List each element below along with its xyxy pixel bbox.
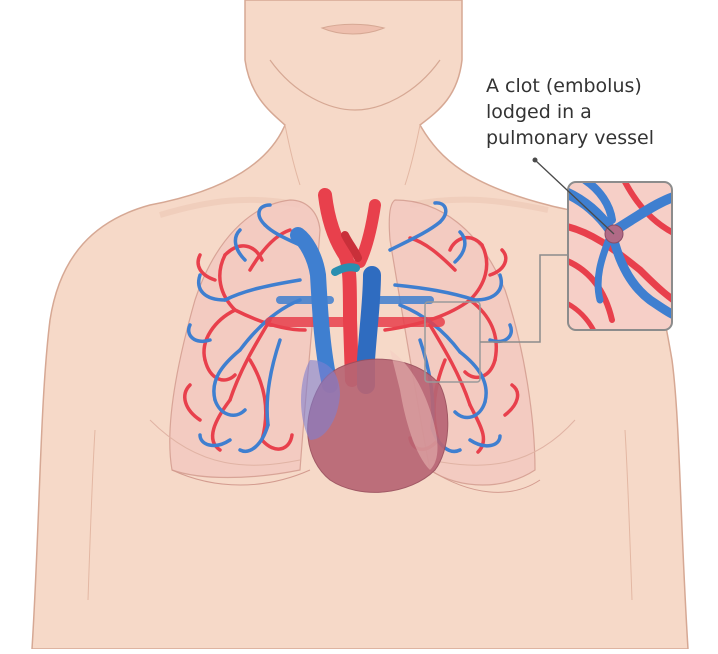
clot-annotation-label: A clot (embolus) lodged in a pulmonary v… xyxy=(486,73,711,151)
clavicle-right xyxy=(409,196,549,213)
arm-crease-right xyxy=(624,429,633,601)
mouth xyxy=(320,23,386,35)
lung-overlap xyxy=(390,350,438,470)
aorta-small-branch xyxy=(331,263,360,276)
pulmonary-trunk xyxy=(357,266,381,394)
left-lung-arteries xyxy=(183,228,307,452)
annotation-line-1: A clot (embolus) xyxy=(486,75,642,97)
rib-hint-right xyxy=(429,419,576,466)
aorta-arch xyxy=(318,188,359,387)
neck-line-left xyxy=(284,124,301,186)
callout-connector xyxy=(480,254,568,343)
heart xyxy=(307,358,449,493)
superior-vena-cava xyxy=(290,227,338,393)
diaphragm-right xyxy=(429,469,541,493)
arm-crease-left xyxy=(87,429,96,601)
annotation-line-3: pulmonary vessel xyxy=(486,127,654,149)
right-atrium xyxy=(301,360,340,440)
diaphragm-left xyxy=(171,469,311,486)
neck-line-right xyxy=(404,124,421,186)
label-pointer-line xyxy=(534,159,615,235)
zoomed-callout-frame xyxy=(567,181,673,331)
rib-hint-left xyxy=(149,419,301,466)
jaw-line xyxy=(269,59,441,111)
carotid-left xyxy=(341,231,362,262)
label-pointer-dot xyxy=(532,157,538,163)
zoomed-vessel-view xyxy=(568,182,672,330)
annotation-line-2: lodged in a xyxy=(486,101,592,123)
